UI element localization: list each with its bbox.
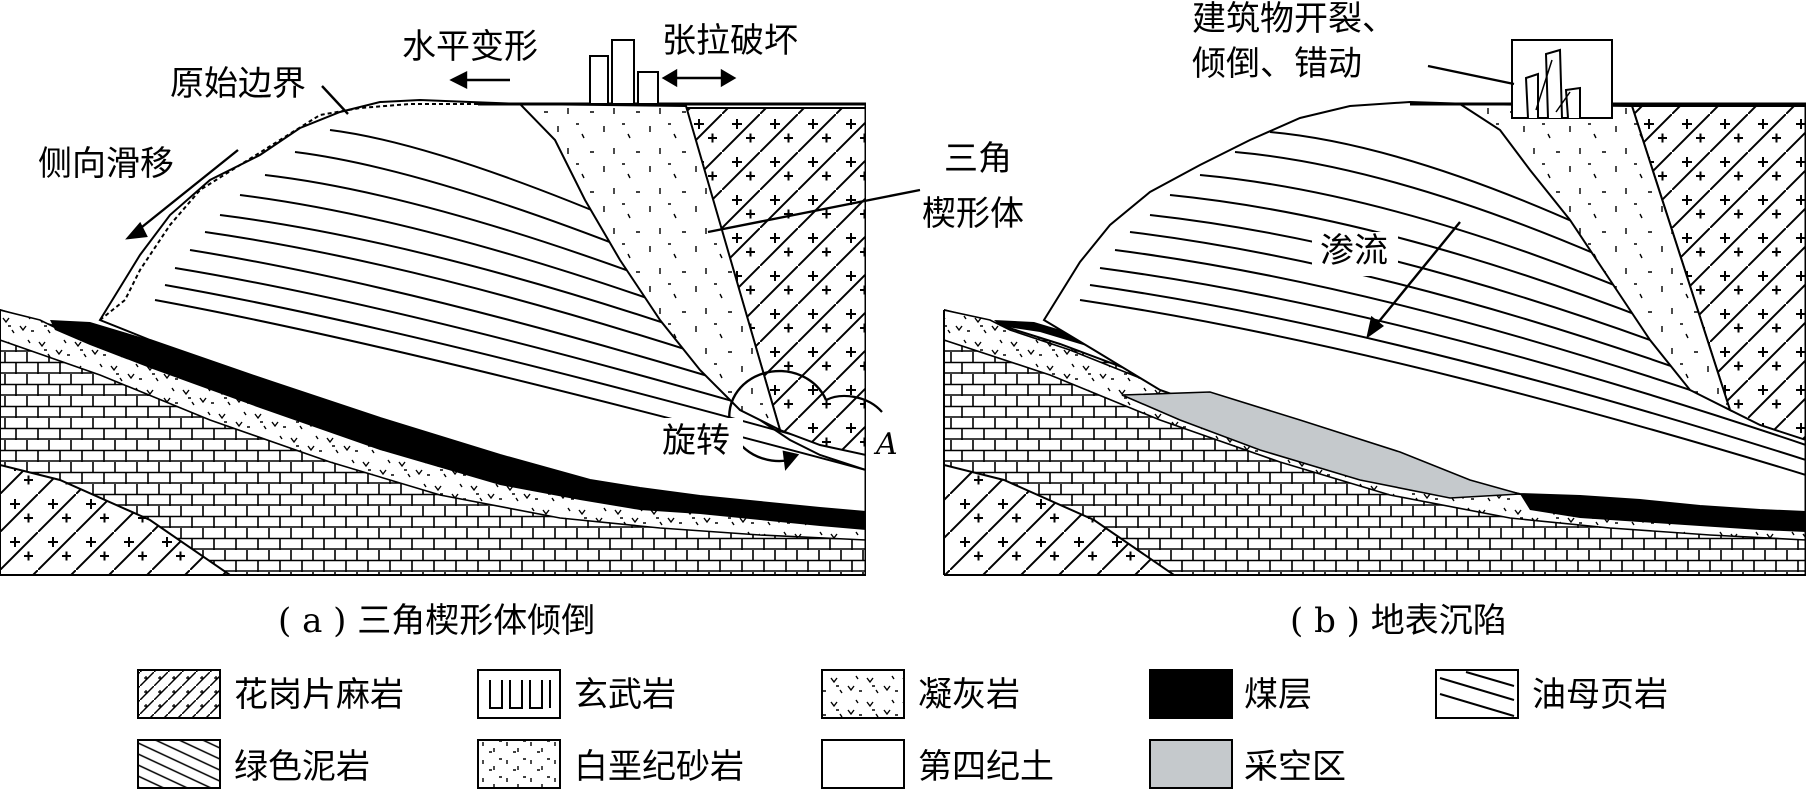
coal-seam bbox=[50, 320, 866, 530]
legend-item-tuff: 凝灰岩 bbox=[821, 669, 1020, 719]
label-original-boundary: 原始边界 bbox=[170, 64, 306, 104]
legend-label: 第四纪土 bbox=[918, 747, 1054, 787]
annotations-a bbox=[125, 68, 921, 471]
legend-label: 油母页岩 bbox=[1532, 675, 1668, 715]
label-lateral-sliding: 侧向滑移 bbox=[38, 144, 174, 184]
legend-item-cretaceous-sandstone: 白垩纪砂岩 bbox=[477, 739, 744, 789]
label-triangle-wedge-2: 楔形体 bbox=[922, 194, 1024, 234]
label-horizontal-deformation: 水平变形 bbox=[402, 27, 538, 67]
label-point-a: A bbox=[873, 427, 898, 462]
legend-label: 凝灰岩 bbox=[918, 675, 1020, 715]
caption-b: ( b ) 地表沉陷 bbox=[1290, 601, 1507, 641]
legend-label: 绿色泥岩 bbox=[234, 747, 370, 787]
original-boundary bbox=[99, 103, 478, 321]
rotation-arc-a bbox=[825, 394, 883, 413]
legend-label: 玄武岩 bbox=[574, 675, 676, 715]
legend-label: 煤层 bbox=[1244, 675, 1312, 715]
label-tensile-failure: 张拉破坏 bbox=[662, 21, 798, 61]
legend-item-oil-shale: 油母页岩 bbox=[1435, 669, 1668, 719]
legend-item-basalt: 玄武岩 bbox=[477, 669, 676, 719]
legend-item-coal: 煤层 bbox=[1149, 669, 1312, 719]
legend-item-goaf: 采空区 bbox=[1149, 739, 1346, 789]
legend-item-green-mudstone: 绿色泥岩 bbox=[137, 739, 370, 789]
label-building-1: 建筑物开裂、 bbox=[1192, 0, 1396, 39]
label-triangle-wedge-1: 三角 bbox=[944, 139, 1012, 179]
annotations-b bbox=[1366, 64, 1515, 339]
seepage-label-bg bbox=[1312, 232, 1398, 276]
triangle-wedge-b bbox=[1456, 102, 1732, 412]
label-building-2: 倾倒、错动 bbox=[1192, 44, 1362, 84]
granite-basement-b bbox=[944, 463, 1176, 575]
buildings-b bbox=[1511, 39, 1613, 119]
legend-item-granite-gneiss: 花岗片麻岩 bbox=[137, 669, 404, 719]
panel-b bbox=[944, 100, 1806, 575]
rotation-label-bg bbox=[655, 418, 743, 462]
coal-seam-b-right bbox=[1520, 494, 1806, 532]
panel-a bbox=[0, 98, 866, 575]
goaf-area bbox=[1121, 391, 1521, 499]
legend-label: 白垩纪砂岩 bbox=[574, 747, 744, 787]
coal-seam-b bbox=[994, 320, 1200, 382]
legend: 花岗片麻岩 玄武岩 凝灰岩 煤层 油母页岩 绿色泥岩 白垩纪砂岩 bbox=[137, 669, 1668, 789]
buildings-a bbox=[589, 39, 659, 105]
legend-item-quaternary-soil: 第四纪土 bbox=[821, 739, 1054, 789]
granite-basement bbox=[0, 463, 232, 575]
label-seepage: 渗流 bbox=[1320, 231, 1388, 271]
legend-label: 花岗片麻岩 bbox=[234, 675, 404, 715]
legend-label: 采空区 bbox=[1244, 747, 1346, 787]
label-rotation: 旋转 bbox=[662, 421, 730, 461]
triangle-wedge bbox=[517, 102, 782, 432]
caption-a: ( a ) 三角楔形体倾倒 bbox=[278, 601, 595, 641]
